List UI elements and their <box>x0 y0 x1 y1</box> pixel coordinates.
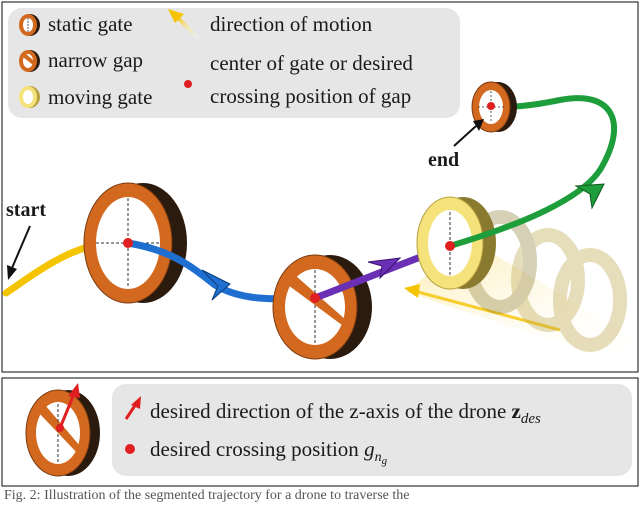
blue-arrow-head <box>201 269 231 301</box>
end-arrow <box>453 119 484 147</box>
z-symbol: z <box>512 399 521 423</box>
start-label: start <box>6 199 46 221</box>
end-gate-center-dot <box>487 102 495 110</box>
static-gate-icon <box>19 14 40 36</box>
legend-narrow-gap: narrow gap <box>48 48 143 72</box>
g-subsubscript: g <box>382 455 388 467</box>
legend-center-line1: center of gate or desired <box>210 51 413 75</box>
z-subscript: des <box>521 411 541 427</box>
gap-center-dot <box>310 293 320 303</box>
end-label: end <box>428 149 459 171</box>
start-arrow <box>7 225 31 280</box>
legend-moving-gate: moving gate <box>48 85 152 109</box>
segment-green <box>447 95 618 249</box>
g-symbol: g <box>364 437 375 461</box>
purple-arrow-head <box>367 257 402 280</box>
green-arrow-head <box>574 183 605 210</box>
legend-direction-of-motion: direction of motion <box>210 12 373 36</box>
g-subscript: n <box>375 450 382 465</box>
moving-gate-center-dot <box>445 241 455 251</box>
motion-arrow <box>404 284 561 332</box>
crossing-description: desired crossing position gng <box>150 437 388 467</box>
legend-static-gate: static gate <box>48 12 133 36</box>
z-axis-arrow-icon <box>124 396 141 420</box>
moving-gate-icon <box>19 86 40 108</box>
narrow-gap-gate <box>272 254 372 360</box>
direction-arrow-icon <box>168 9 200 40</box>
gate1-center-dot <box>123 238 133 248</box>
center-dot-icon <box>184 80 192 88</box>
bottom-legend-box <box>112 384 632 476</box>
crossing-position-dot-icon <box>125 444 135 454</box>
figure-caption: Fig. 2: Illustration of the segmented tr… <box>4 488 410 503</box>
legend-center-line2: crossing position of gap <box>210 84 411 108</box>
gap-with-direction-icon <box>25 383 100 477</box>
narrow-gap-icon <box>19 50 40 72</box>
crossing-text: desired crossing position <box>150 437 364 461</box>
legend-box <box>8 8 460 118</box>
z-axis-text: desired direction of the z-axis of the d… <box>150 399 512 423</box>
z-axis-description: desired direction of the z-axis of the d… <box>150 399 541 427</box>
